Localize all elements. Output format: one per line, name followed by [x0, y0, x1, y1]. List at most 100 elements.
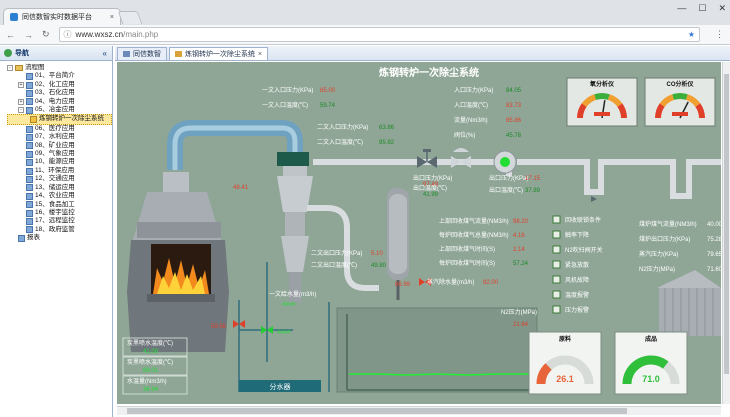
param-label: 煤炉出口压力(KPa) — [639, 235, 690, 243]
pump-value: #### — [277, 330, 291, 336]
status-label: 风机故障 — [565, 276, 589, 284]
tree-item-label: 06、医疗应用 — [35, 124, 75, 132]
tree-item[interactable]: 12、交通应用 — [7, 175, 112, 183]
horizontal-scrollbar[interactable] — [117, 406, 721, 415]
back-icon[interactable]: ← — [6, 29, 15, 40]
tree-item[interactable]: +04、电力应用 — [7, 98, 112, 106]
address-bar-row: ← → ↻ ⓘ www.wxsz.cn/main.php ★ ⋮ — [0, 25, 730, 45]
bookmark-star-icon[interactable]: ★ — [687, 30, 695, 39]
gate-valve-1[interactable] — [417, 149, 437, 168]
status-label: N2吹扫阀开关 — [565, 246, 603, 254]
tab-close-icon[interactable]: × — [258, 50, 263, 58]
status-checkbox[interactable] — [552, 230, 561, 239]
page-icon — [26, 142, 33, 150]
page-icon — [26, 218, 33, 226]
check-valve[interactable] — [591, 196, 597, 202]
tree-item[interactable]: 18、政府监管 — [7, 226, 112, 234]
tree-item[interactable]: 11、环保应用 — [7, 167, 112, 175]
url-path: /main.php — [123, 30, 159, 39]
tree-item[interactable]: 13、储运应用 — [7, 184, 112, 192]
status-checkbox[interactable] — [552, 275, 561, 284]
tree-item[interactable]: 14、农业应用 — [7, 192, 112, 200]
status-checkbox[interactable] — [552, 215, 561, 224]
param-label: 入口温度(℃) — [454, 101, 488, 109]
tree-item[interactable]: 06、医疗应用 — [7, 125, 112, 133]
parameter-readouts: 一文入口压力(KPa)85.00一文入口温度(℃)59.74二文入口压力(KPa… — [211, 86, 721, 336]
gauge-band — [655, 103, 665, 119]
induced-draft-fan[interactable] — [493, 150, 517, 174]
tab-dust-system[interactable]: 炼钢转炉一次除尘系统 × — [169, 47, 269, 60]
forward-icon[interactable]: → — [24, 29, 33, 40]
tree-item[interactable]: +02、化工应用 — [7, 81, 112, 89]
tree-item-label: 13、储运应用 — [35, 183, 75, 191]
status-checkbox[interactable] — [552, 245, 561, 254]
status-label: 温度报警 — [565, 291, 589, 299]
status-label: 压力报警 — [565, 306, 589, 314]
folder-icon — [15, 65, 23, 72]
tree-item[interactable]: 16、楼宇监控 — [7, 209, 112, 217]
address-input[interactable]: ⓘ www.wxsz.cn/main.php ★ — [58, 27, 700, 42]
tree-item-label: 11、环保应用 — [35, 166, 75, 174]
expand-icon[interactable]: + — [18, 98, 24, 105]
status-checkbox[interactable] — [552, 305, 561, 314]
new-tab-button[interactable] — [117, 11, 143, 24]
tree-item[interactable]: 01、平台简介 — [7, 72, 112, 81]
param-label: 流量(Nm3/h) — [454, 116, 488, 124]
page-info-icon[interactable]: ⓘ — [63, 30, 72, 39]
close-window-button[interactable]: ✕ — [718, 3, 726, 13]
gauge-band — [659, 94, 675, 108]
collapse-icon[interactable]: - — [7, 65, 13, 72]
water-valve-red-2[interactable] — [419, 278, 431, 286]
tree-item[interactable]: 17、远程监控 — [7, 217, 112, 226]
hot-water-label: 蒸汽除水量(m3/h) — [427, 278, 474, 286]
param-label: 每炉回收煤气总量(NM3/h) — [439, 231, 509, 239]
param-label: 入口压力(KPa) — [454, 86, 493, 94]
tree-item[interactable]: 10、能源应用 — [7, 158, 112, 167]
status-checkbox[interactable] — [552, 290, 561, 299]
tree-item[interactable]: 15、食品加工 — [7, 201, 112, 209]
gate-valve-2[interactable] — [451, 148, 471, 168]
browser-tab[interactable]: 同信数智实时数据平台 × — [3, 8, 121, 25]
gauge-band — [577, 103, 587, 119]
sensor-label: 炭黑喷水温度(℃) — [127, 358, 173, 366]
tree-item[interactable]: -05、冶金应用 — [7, 106, 112, 114]
param-label: 二文入口温度(℃) — [317, 138, 363, 146]
param-label: 二文入口压力(KPa) — [317, 123, 368, 131]
vertical-scrollbar[interactable] — [722, 62, 730, 404]
collapse-sidebar-icon[interactable]: « — [102, 48, 107, 58]
status-label: 触率下降 — [565, 231, 589, 239]
tree-item[interactable]: 07、水利应用 — [7, 133, 112, 141]
gauge-indicator — [594, 112, 610, 116]
tree-root[interactable]: - 流程图 — [7, 64, 112, 72]
param-label: 阀位(%) — [454, 131, 475, 139]
water-valve-red-1[interactable] — [233, 320, 245, 328]
page-icon — [26, 226, 33, 234]
minimize-button[interactable]: — — [677, 3, 687, 13]
tab-close-icon[interactable]: × — [109, 13, 114, 21]
tree-item[interactable]: 09、气象应用 — [7, 150, 112, 158]
page-icon — [26, 81, 33, 89]
page-icon — [26, 125, 33, 133]
tree-item[interactable]: 03、石化应用 — [7, 89, 112, 97]
menu-icon[interactable]: ⋮ — [715, 29, 724, 39]
param-value: 71.60 — [707, 267, 721, 273]
collapse-icon[interactable]: - — [18, 107, 24, 114]
status-checkbox[interactable] — [552, 260, 561, 269]
page-icon — [26, 175, 33, 183]
expand-icon[interactable]: + — [18, 82, 24, 89]
param-label: 出口温度(℃) — [489, 186, 523, 194]
reload-icon[interactable]: ↻ — [42, 29, 50, 39]
param-label: 出口压力(KPa) — [489, 174, 528, 182]
tree-item[interactable]: 08、矿业应用 — [7, 142, 112, 150]
tree-item-label: 04、电力应用 — [35, 97, 75, 105]
sensor-value: 36.94 — [143, 387, 159, 393]
sensor-box — [122, 356, 188, 376]
maximize-button[interactable]: ☐ — [698, 3, 707, 13]
tab-home[interactable]: 同信数智 — [117, 47, 167, 60]
tree-item[interactable]: 炼钢转炉一次除尘系统 — [7, 114, 112, 125]
water-valve-green[interactable] — [261, 326, 273, 334]
param-value: 49.80 — [371, 263, 387, 269]
tree-item-report[interactable]: 报表 — [7, 234, 112, 242]
